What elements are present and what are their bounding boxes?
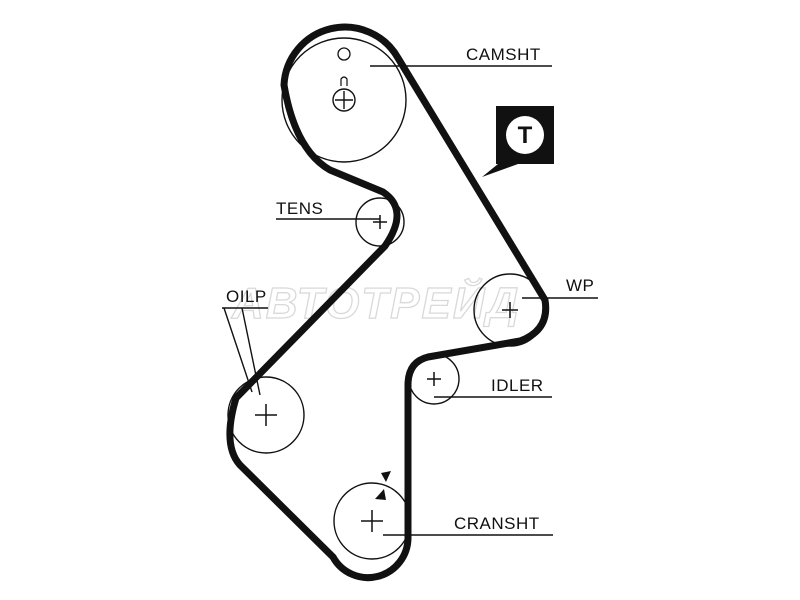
oil-pump-pulley [227, 376, 305, 454]
camshaft-pulley [281, 37, 407, 163]
oil-pump-leader-diag2 [241, 307, 261, 396]
water-pump-label: WP [566, 276, 594, 295]
idler-pulley [408, 353, 460, 405]
timing-mark-triangle-icon [375, 489, 386, 500]
oil-pump-label: OILP [226, 287, 267, 306]
watermark-text: АВТОТРЕЙД [231, 277, 520, 328]
timing-mark-arrow-icon [381, 471, 391, 482]
timing-mark-icon [337, 47, 351, 61]
tensioner-label: TENS [276, 199, 323, 218]
oil-pump-leader-diag [223, 307, 253, 393]
crankshaft-pulley [333, 471, 411, 560]
tensioner-pulley [355, 197, 405, 247]
tensioner-badge: T [482, 106, 554, 177]
timing-belt [226, 23, 550, 582]
badge-letter: T [518, 122, 533, 149]
idler-label: IDLER [491, 376, 544, 395]
crankshaft-label: CRANSHT [454, 514, 540, 533]
camshaft-label: CAMSHT [466, 45, 541, 64]
water-pump-pulley [473, 273, 547, 347]
